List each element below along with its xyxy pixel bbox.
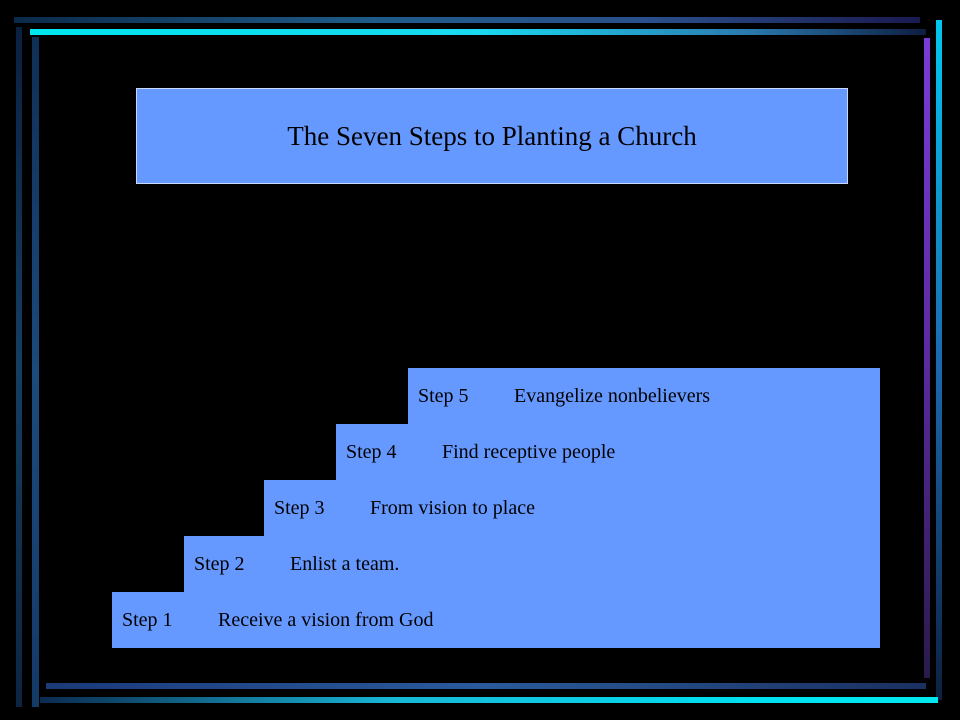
step-1-box: Step 1 Receive a vision from God [112, 592, 880, 648]
step-3-box: Step 3 From vision to place [264, 480, 880, 536]
frame-bar-bottom-outer [40, 697, 938, 703]
step-1-text: Receive a vision from God [218, 608, 434, 631]
step-3-text: From vision to place [370, 496, 535, 519]
step-4-text: Find receptive people [442, 440, 616, 463]
frame-bar-left-inner [32, 37, 39, 707]
step-5-text: Evangelize nonbelievers [514, 384, 711, 407]
step-3-label: Step 3 [274, 496, 325, 519]
slide-title: The Seven Steps to Planting a Church [287, 120, 697, 151]
step-2-box: Step 2 Enlist a team. [184, 536, 880, 592]
frame-bar-top-outer [14, 17, 920, 23]
step-1-label: Step 1 [122, 608, 173, 631]
frame-bar-right-inner [924, 38, 930, 678]
step-2-text: Enlist a team. [290, 552, 400, 575]
step-2-label: Step 2 [194, 552, 245, 575]
step-4-box: Step 4 Find receptive people [336, 424, 880, 480]
frame-bar-bottom-inner [46, 683, 926, 689]
frame-bar-top-inner [30, 29, 926, 35]
step-4-label: Step 4 [346, 440, 397, 463]
step-5-label: Step 5 [418, 384, 469, 407]
frame-bar-left-outer [16, 27, 22, 707]
step-5-box: Step 5 Evangelize nonbelievers [408, 368, 880, 424]
frame-bar-right-outer [936, 20, 942, 700]
slide-title-box: The Seven Steps to Planting a Church [136, 88, 848, 184]
